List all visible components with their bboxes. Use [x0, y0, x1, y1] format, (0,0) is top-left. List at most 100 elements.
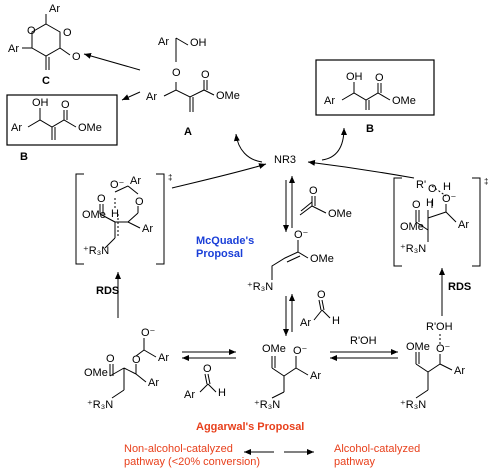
oxygen-label: O: [61, 99, 70, 111]
methoxy-label: OMe: [216, 90, 240, 102]
oxygen-label: O: [375, 72, 384, 84]
ar-label: Ar: [11, 122, 22, 134]
methoxy-label: OMe: [310, 253, 334, 265]
hydroxyl-label: OH: [32, 97, 49, 109]
legend-alcohol: Alcohol-catalyzed: [334, 443, 420, 455]
oxide-label: O⁻: [141, 327, 156, 339]
oxide-label: O⁻: [442, 193, 457, 205]
compound-b-label: B: [20, 151, 28, 163]
methoxy-label: OMe: [82, 209, 106, 221]
hydroxyl-label: OH: [190, 37, 207, 49]
mcquade-proposal-title: Proposal: [196, 248, 243, 260]
methoxy-label: OMe: [406, 341, 430, 353]
nr3-label: NR3: [274, 154, 296, 166]
hydroxyl-label: OH: [346, 71, 363, 83]
ammonium-label: ⁺R₃N: [83, 245, 109, 257]
oxygen-label: O: [412, 199, 421, 211]
aldehyde: Ar O H: [184, 363, 226, 401]
reagent-label: R'OH: [350, 335, 377, 347]
ar-label: Ar: [158, 36, 169, 48]
arrow-a-to-c: [83, 53, 141, 71]
rds-label: RDS: [448, 281, 471, 293]
arrow-a-to-b: [121, 91, 141, 101]
legend-non-alcohol: Non-alcohol-catalyzed: [124, 443, 233, 455]
aggarwal-proposal-title: Aggarwal's Proposal: [196, 421, 304, 433]
oxygen-label: O: [317, 289, 326, 301]
arrow-to-a: [233, 133, 263, 163]
arrow-ts-to-nr3: [171, 163, 267, 189]
methoxy-label: OMe: [400, 221, 424, 233]
ar-label: Ar: [8, 43, 19, 55]
arrow-to-b: [321, 127, 347, 161]
mcquade-proposal-title: McQuade's: [196, 235, 254, 247]
oxygen-label: O: [106, 353, 115, 365]
oxide-label: O⁻: [293, 345, 308, 357]
hydrogen-label: H: [111, 208, 119, 220]
ar-label: Ar: [324, 95, 335, 107]
oxygen-label: O: [135, 196, 144, 208]
aldehyde: Ar O H: [300, 289, 340, 329]
ar-label: Ar: [310, 370, 321, 382]
ammonium-label: ⁺R₃N: [87, 399, 113, 411]
compound-b-right: Ar OH O OMe B: [324, 71, 416, 135]
arrow-ts-to-nr3: [307, 159, 415, 179]
oxide-label: O⁻: [110, 179, 125, 191]
ar-label: Ar: [130, 175, 141, 187]
ar-label: Ar: [158, 352, 169, 364]
ar-label: Ar: [148, 377, 159, 389]
ar-label: Ar: [146, 91, 157, 103]
ar-label: Ar: [49, 3, 60, 15]
oxygen-label: O: [72, 51, 81, 63]
legend-alcohol: pathway: [334, 456, 375, 468]
hydrogen-label: H: [218, 387, 226, 399]
alcohol-label: R'OH: [426, 321, 453, 333]
product-b-box-left: [6, 94, 118, 146]
dagger-symbol: ‡: [484, 177, 488, 186]
oxygen-label: O: [27, 25, 36, 37]
compound-b-label: B: [366, 123, 374, 135]
dagger-symbol: ‡: [168, 173, 172, 182]
hydrogen-label: H: [332, 315, 340, 327]
compound-b-left: Ar OH O OMe B: [11, 97, 102, 163]
oxide-label: O⁻: [294, 229, 309, 241]
methyl-acrylate: O OMe: [299, 185, 352, 220]
alkoxide-right: R'OH O⁻ OMe Ar ⁺R₃N: [400, 321, 465, 411]
rds-label: RDS: [96, 285, 119, 297]
ar-label: Ar: [454, 365, 465, 377]
oxide-label: O⁻: [436, 343, 451, 355]
alkoxide-left: O⁻ Ar O Ar O OMe ⁺R₃N: [84, 327, 169, 411]
transition-state-right: ‡ R' O H H O⁻ O OMe Ar ⁺R₃N: [393, 177, 488, 267]
compound-c-label: C: [42, 75, 50, 87]
product-b-box-right: [315, 59, 435, 116]
oxygen-label: O: [132, 354, 141, 366]
ar-label: Ar: [184, 389, 195, 401]
compound-c: Ar O O O Ar C: [8, 3, 81, 87]
methoxy-label: OMe: [262, 343, 286, 355]
oxygen-label: O: [309, 185, 318, 197]
compound-a-label: A: [184, 126, 192, 138]
transition-state-left: ‡ O⁻ Ar H O O OMe Ar ⁺R₃N: [75, 173, 172, 265]
methoxy-label: OMe: [78, 122, 102, 134]
oxygen-label: O: [428, 183, 437, 195]
methoxy-label: OMe: [84, 367, 108, 379]
ammonium-label: ⁺R₃N: [247, 281, 273, 293]
hydrogen-label: H: [426, 197, 434, 209]
ammonium-label: ⁺R₃N: [400, 399, 426, 411]
ar-label: Ar: [300, 317, 311, 329]
oxygen-label: O: [97, 193, 106, 205]
ammonium-enolate: O⁻ OMe ⁺R₃N: [247, 229, 334, 293]
legend-non-alcohol: pathway (<20% conversion): [124, 456, 260, 468]
hydrogen-label: H: [443, 181, 451, 193]
oxygen-label: O: [63, 27, 72, 39]
oxygen-label: O: [203, 363, 212, 375]
ar-label: Ar: [142, 223, 153, 235]
oxygen-label: O: [172, 67, 181, 79]
oxygen-label: O: [201, 69, 210, 81]
ar-label: Ar: [458, 219, 469, 231]
r-prime-label: R': [416, 179, 426, 191]
methoxy-label: OMe: [392, 95, 416, 107]
methoxy-label: OMe: [328, 208, 352, 220]
compound-a: Ar OH O Ar O OMe A: [146, 36, 240, 138]
ammonium-label: ⁺R₃N: [400, 243, 426, 255]
